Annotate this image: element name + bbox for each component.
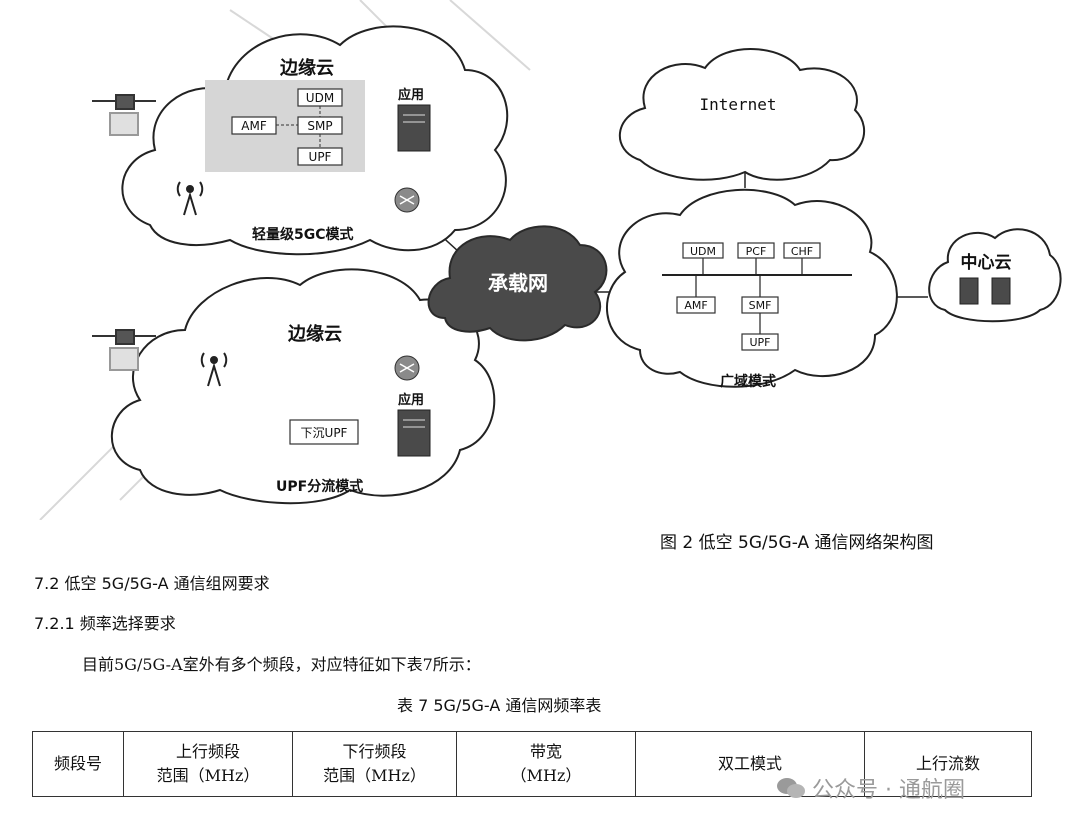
col-bandwidth: 带宽（MHz） <box>456 731 636 797</box>
edge2-upf-label: 下沉UPF <box>301 426 348 440</box>
wan-nf-amf: AMF <box>684 299 707 312</box>
edge1-title: 边缘云 <box>279 58 334 79</box>
network-architecture-diagram: 边缘云 应用 UDM AMF SMP UPF 轻量级5GC模式 边缘云 应用 下… <box>39 0 1062 520</box>
wan-nf-pcf: PCF <box>746 245 767 258</box>
center-cloud <box>928 228 1062 323</box>
wechat-icon <box>777 778 805 798</box>
col-uplink-streams: 上行流数 <box>864 731 1032 797</box>
section-heading-7-2: 7.2 低空 5G/5G-A 通信组网要求 <box>34 574 270 593</box>
table-header-row: 频段号 上行频段范围（MHz） 下行频段范围（MHz） 带宽（MHz） 双工模式… <box>32 731 1032 797</box>
edge2-app-label: 应用 <box>398 392 424 408</box>
nf-amf: AMF <box>241 119 267 133</box>
wan-nf-upf: UPF <box>749 336 770 349</box>
figure-caption: 图 2 低空 5G/5G-A 通信网络架构图 <box>660 533 934 553</box>
server-icon <box>397 104 431 152</box>
edge1-app-label: 应用 <box>398 87 424 103</box>
server-icon <box>397 409 431 457</box>
drone-icon <box>92 329 156 371</box>
col-downlink-range: 下行频段范围（MHz） <box>292 731 457 797</box>
router-icon <box>394 187 420 213</box>
nf-smp: SMP <box>307 119 332 133</box>
internet-cloud <box>619 48 866 181</box>
wechat-watermark: 公众号 · 通航圈 <box>776 772 965 804</box>
col-band: 频段号 <box>32 731 124 797</box>
server-icon <box>959 277 1011 305</box>
wan-nf-smf: SMF <box>749 299 772 312</box>
edge1-mode-label: 轻量级5GC模式 <box>252 226 354 243</box>
edge2-title: 边缘云 <box>287 324 342 345</box>
col-uplink-range: 上行频段范围（MHz） <box>123 731 293 797</box>
wan-nf-udm: UDM <box>690 245 716 258</box>
body-paragraph: 目前5G/5G-A室外有多个频段，对应特征如下表7所示： <box>82 655 481 674</box>
nf-upf: UPF <box>309 150 332 164</box>
internet-label: Internet <box>699 95 776 114</box>
router-icon <box>394 355 420 381</box>
wan-cloud <box>606 188 898 388</box>
antenna-icon <box>200 352 228 387</box>
frequency-table: 频段号 上行频段范围（MHz） 下行频段范围（MHz） 带宽（MHz） 双工模式… <box>32 731 1032 797</box>
wan-nf-chf: CHF <box>791 245 813 258</box>
section-heading-7-2-1: 7.2.1 频率选择要求 <box>34 614 176 633</box>
watermark-text: 公众号 · 通航圈 <box>812 778 965 803</box>
bearer-label: 承载网 <box>488 271 548 295</box>
drone-icon <box>92 94 156 136</box>
nf-udm: UDM <box>306 91 334 105</box>
edge2-mode-label: UPF分流模式 <box>276 478 363 495</box>
table-caption: 表 7 5G/5G-A 通信网频率表 <box>397 696 602 715</box>
col-duplex: 双工模式 <box>635 731 865 797</box>
antenna-icon <box>176 181 204 216</box>
wan-mode-label: 广域模式 <box>720 373 776 390</box>
bearer-network-cloud <box>427 225 608 342</box>
center-cloud-label: 中心云 <box>961 252 1012 273</box>
